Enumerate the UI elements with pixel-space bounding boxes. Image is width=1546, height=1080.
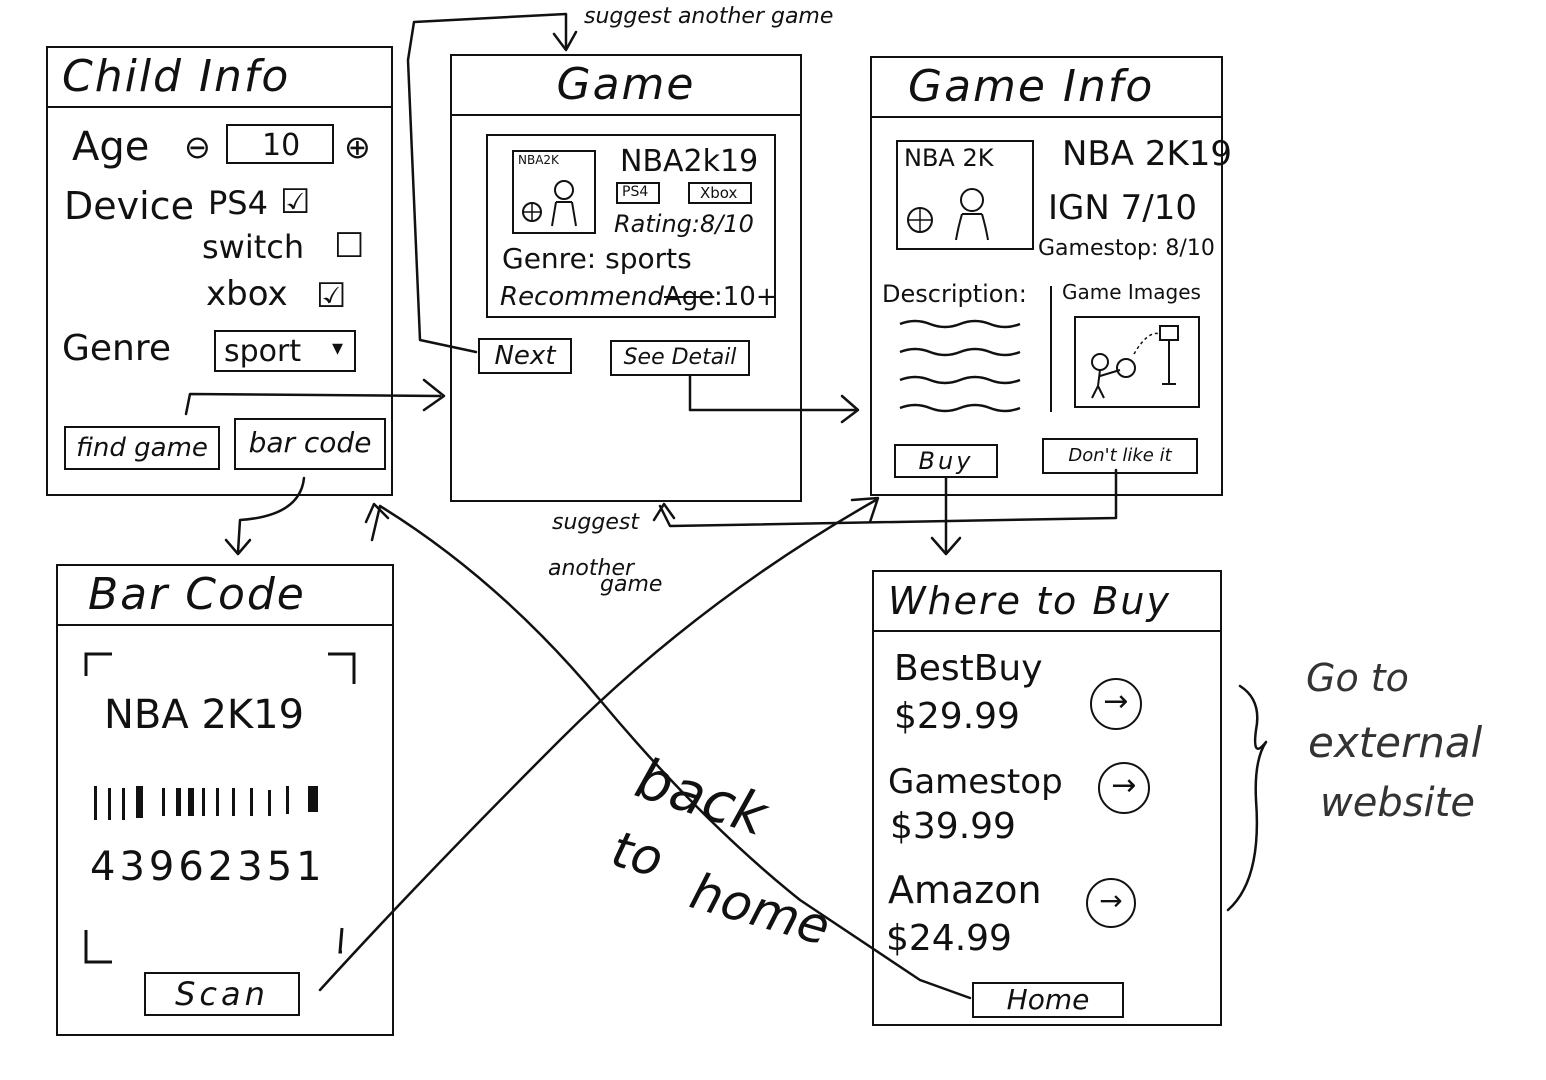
see-detail-button[interactable]: See Detail xyxy=(610,340,750,376)
arrow-dont-like-to-game-head xyxy=(652,502,676,522)
annotation-back-2: to xyxy=(605,820,669,889)
arrow-home-to-child-info-head xyxy=(364,502,390,524)
barcode-number: 43962351 xyxy=(90,844,326,890)
game-genre: Genre: sports xyxy=(502,242,692,275)
basketball-player-icon xyxy=(907,188,989,241)
scan-button[interactable]: Scan xyxy=(144,972,300,1016)
store-gamestop-price: $39.99 xyxy=(890,806,1016,847)
basketball-player-icon xyxy=(522,180,577,227)
device-xbox-checkbox[interactable]: ☑ xyxy=(316,276,347,316)
child-info-screen: Child Info Age ⊖ 10 ⊕ Device PS4 ☑ switc… xyxy=(46,46,393,496)
external-brace xyxy=(1226,684,1268,912)
child-info-title: Child Info xyxy=(48,48,391,108)
game-age-word: Age xyxy=(664,282,715,312)
home-button[interactable]: Home xyxy=(972,982,1124,1018)
game-thumbnail: NBA2K xyxy=(512,150,596,234)
go-bestbuy-icon[interactable]: → xyxy=(1090,678,1142,730)
store-amazon-name: Amazon xyxy=(888,868,1042,912)
barcode-icon xyxy=(94,786,318,820)
bar-code-button[interactable]: bar code xyxy=(234,418,386,470)
game-images-label: Game Images xyxy=(1062,280,1201,304)
annotation-back-3: home xyxy=(684,862,837,957)
annotation-external-1: Go to xyxy=(1306,656,1409,700)
annotation-suggest-mid-1: suggest xyxy=(552,510,639,535)
game-info-title: Game Info xyxy=(872,58,1221,118)
game-image[interactable] xyxy=(1074,316,1200,408)
store-bestbuy-name: BestBuy xyxy=(894,648,1043,689)
game-screen: Game NBA2K NBA2k19 PS4 Xbox Rating:8/10 … xyxy=(450,54,802,502)
game-age-value: :10+ xyxy=(714,282,778,312)
where-to-buy-screen: Where to Buy BestBuy $29.99 → Gamestop $… xyxy=(872,570,1222,1026)
buy-button[interactable]: Buy xyxy=(894,444,998,478)
where-to-buy-title: Where to Buy xyxy=(874,572,1220,632)
go-gamestop-icon[interactable]: → xyxy=(1098,762,1150,814)
scanned-game-name: NBA 2K19 xyxy=(104,692,305,738)
genre-select[interactable]: sport ▾ xyxy=(214,330,356,372)
arrow-see-detail-to-game-info-head xyxy=(840,394,860,424)
store-bestbuy-price: $29.99 xyxy=(894,696,1020,737)
game-rating: Rating:8/10 xyxy=(614,210,754,238)
annotation-external-3: website xyxy=(1320,780,1475,826)
game-name: NBA2k19 xyxy=(620,144,759,179)
store-amazon-price: $24.99 xyxy=(886,918,1012,959)
device-switch-label: switch xyxy=(202,228,305,266)
device-ps4-checkbox[interactable]: ☑ xyxy=(280,182,311,222)
basketball-shot-image xyxy=(1091,325,1179,399)
game-title: Game xyxy=(452,56,800,116)
game-info-ign: IGN 7/10 xyxy=(1048,188,1197,228)
platform-xbox-label: Xbox xyxy=(700,184,738,202)
device-switch-checkbox[interactable]: ☐ xyxy=(334,226,365,266)
bar-code-screen: Bar Code NBA 2K19 43962351 Scan xyxy=(56,564,394,1036)
go-amazon-icon[interactable]: → xyxy=(1086,878,1136,928)
description-text-placeholder xyxy=(899,319,1021,413)
arrow-find-game-to-game-head xyxy=(422,378,446,412)
annotation-suggest-mid-3: game xyxy=(600,572,663,597)
arrow-bar-code-to-scan-head xyxy=(224,538,252,556)
game-info-thumbnail: NBA 2K xyxy=(896,140,1034,250)
arrow-next-to-game-top-head xyxy=(552,30,578,52)
chevron-down-icon: ▾ xyxy=(332,336,344,361)
game-recommend-label: Recommend xyxy=(500,282,664,312)
next-button[interactable]: Next xyxy=(478,338,572,374)
find-game-button[interactable]: find game xyxy=(64,426,220,470)
annotation-external-2: external xyxy=(1308,718,1483,767)
description-label: Description: xyxy=(882,280,1027,308)
game-info-thumb-label: NBA 2K xyxy=(904,144,994,172)
minus-icon[interactable]: ⊖ xyxy=(184,128,211,166)
genre-label: Genre xyxy=(62,328,172,369)
platform-ps4-badge: PS4 xyxy=(616,182,660,204)
annotation-suggest-top: suggest another game xyxy=(584,4,834,29)
plus-icon[interactable]: ⊕ xyxy=(344,128,371,166)
bar-code-title: Bar Code xyxy=(58,566,392,626)
device-label: Device xyxy=(64,184,194,228)
arrow-scan-to-game-info-head xyxy=(850,496,880,524)
store-gamestop-name: Gamestop xyxy=(888,762,1063,802)
game-info-screen: Game Info NBA 2K NBA 2K19 IGN 7/10 Games… xyxy=(870,56,1232,496)
platform-ps4-label: PS4 xyxy=(622,184,649,200)
platform-xbox-badge: Xbox xyxy=(688,182,752,204)
arrow-buy-to-where-head xyxy=(930,536,962,556)
genre-value: sport xyxy=(224,334,302,369)
game-card[interactable]: NBA2K NBA2k19 PS4 Xbox Rating:8/10 Genre… xyxy=(486,134,778,318)
device-xbox-label: xbox xyxy=(206,274,288,314)
age-label: Age xyxy=(72,124,150,170)
age-input[interactable]: 10 xyxy=(226,124,334,164)
device-ps4-label: PS4 xyxy=(208,184,268,222)
dont-like-button[interactable]: Don't like it xyxy=(1042,438,1198,474)
game-info-name: NBA 2K19 xyxy=(1062,134,1233,174)
age-value: 10 xyxy=(262,128,301,163)
game-info-gamestop: Gamestop: 8/10 xyxy=(1038,236,1215,261)
info-divider xyxy=(1050,286,1052,412)
